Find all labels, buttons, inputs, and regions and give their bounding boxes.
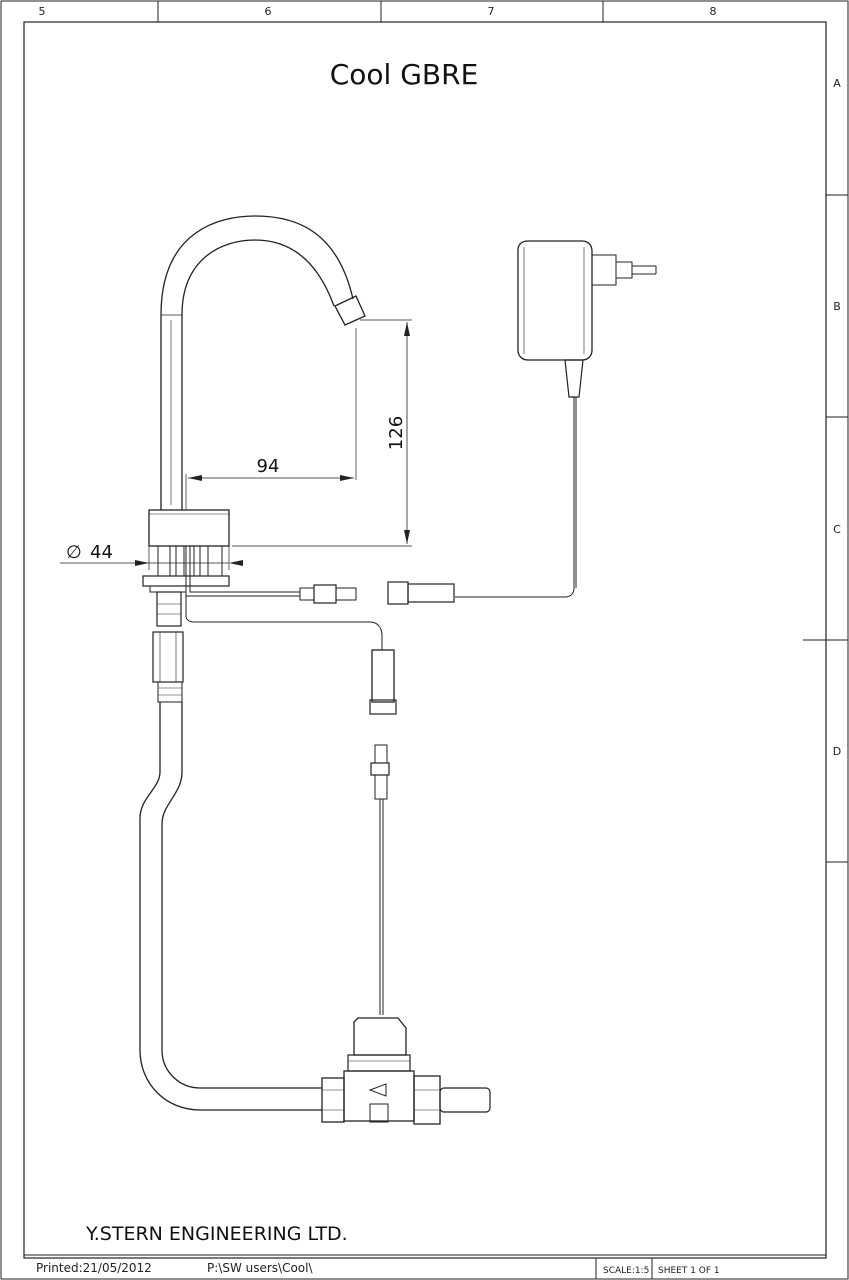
printed-date: Printed:21/05/2012 — [36, 1261, 152, 1275]
zone-rows: A B C D — [803, 77, 848, 863]
sheet-number: SHEET 1 OF 1 — [658, 1266, 720, 1276]
dimension-diameter: ∅ 44 — [60, 542, 243, 570]
dimension-height-label: 126 — [386, 416, 407, 450]
faucet-spout — [160, 215, 366, 510]
supply-hose — [139, 591, 322, 1111]
zone-col-7: 7 — [488, 5, 495, 18]
sensor-cable — [185, 592, 397, 1015]
zone-row-c: C — [833, 523, 841, 536]
zone-row-a: A — [833, 77, 841, 90]
drawing-title: Cool GBRE — [330, 58, 479, 91]
dimension-diameter-label: 44 — [90, 542, 113, 563]
zone-row-d: D — [833, 745, 841, 758]
dimension-reach: 94 — [185, 328, 357, 510]
solenoid-valve — [321, 1017, 491, 1125]
zone-columns: 5 6 7 8 — [39, 1, 717, 22]
zone-row-b: B — [833, 300, 841, 313]
company-name: Y.STERN ENGINEERING LTD. — [85, 1223, 348, 1245]
cable-connectors — [185, 546, 455, 605]
file-path: P:\SW users\Cool\ — [207, 1261, 313, 1275]
title-block-footer: Printed:21/05/2012 P:\SW users\Cool\ SCA… — [36, 1258, 720, 1279]
zone-col-8: 8 — [710, 5, 717, 18]
dimension-height: 126 — [232, 319, 412, 547]
zone-col-5: 5 — [39, 5, 46, 18]
diameter-symbol: ∅ — [66, 542, 82, 563]
zone-col-6: 6 — [265, 5, 272, 18]
dimension-reach-label: 94 — [257, 456, 280, 477]
drawing-scale: SCALE:1:5 — [603, 1266, 649, 1276]
power-adapter — [455, 240, 657, 598]
